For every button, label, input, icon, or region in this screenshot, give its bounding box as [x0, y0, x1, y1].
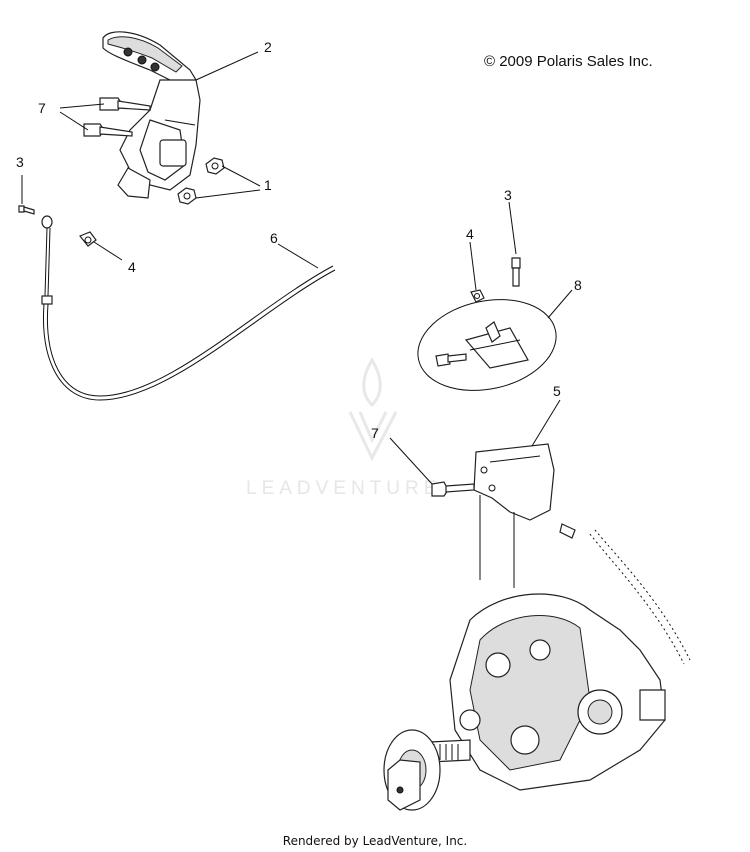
- bolt-lower-left: [83, 123, 133, 137]
- callout-3-right: 3: [504, 187, 512, 203]
- callout-7-upper: 7: [38, 100, 46, 116]
- pin-left: [18, 205, 35, 215]
- callout-4-left: 4: [128, 259, 136, 275]
- callout-1: 1: [264, 177, 272, 193]
- watermark-logo: [348, 357, 398, 462]
- clip-right: [470, 289, 485, 303]
- bolt-center: [431, 481, 475, 497]
- leader-lines: [21, 51, 573, 485]
- callout-6: 6: [270, 230, 278, 246]
- callout-5: 5: [553, 383, 561, 399]
- transmission: [429, 593, 666, 791]
- footer-text: Rendered by LeadVenture, Inc.: [282, 834, 468, 848]
- nut-upper: [205, 157, 225, 175]
- mounting-bracket: [473, 443, 555, 588]
- pin-right: [511, 257, 521, 287]
- bolt-upper-left: [99, 97, 151, 111]
- callout-4-right: 4: [466, 226, 474, 242]
- callout-8: 8: [574, 277, 582, 293]
- shift-lever-assembly: [102, 31, 201, 199]
- callout-2: 2: [264, 39, 272, 55]
- clip-left: [79, 231, 97, 247]
- callout-3-left: 3: [16, 154, 24, 170]
- detail-bubble: [417, 299, 557, 391]
- shift-cable: [41, 215, 691, 665]
- nut-lower: [177, 187, 197, 205]
- watermark-text: LEADVENTURE: [246, 478, 442, 499]
- copyright-text: © 2009 Polaris Sales Inc.: [484, 53, 653, 70]
- callout-7-center: 7: [371, 425, 379, 441]
- brake-disc: [383, 729, 441, 811]
